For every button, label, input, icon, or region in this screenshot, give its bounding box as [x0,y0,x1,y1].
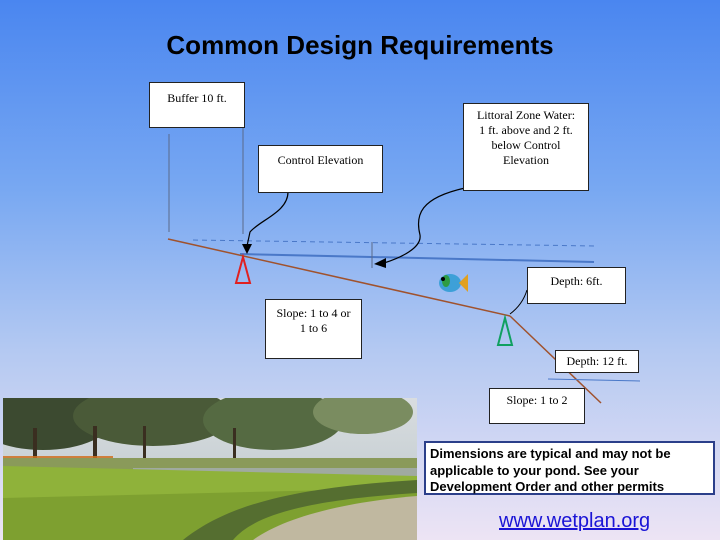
depth-12-label: Depth: 12 ft. [566,354,628,368]
slope-shallow-line-2: 1 to 6 [299,321,328,335]
littoral-label-line-2: 1 ft. above and 2 ft. [479,123,573,137]
slope-steep-label: Slope: 1 to 2 [506,393,568,407]
slope-shallow-box: Slope: 1 to 4 or 1 to 6 [265,299,362,359]
littoral-label-line-3: below Control [491,138,561,152]
website-link[interactable]: www.wetplan.org [499,510,651,532]
red-marker-icon [234,253,252,284]
littoral-label-line-1: Littoral Zone Water: [476,108,576,122]
note-line-1: Dimensions are typical and may not be [430,446,671,461]
control-elevation-arrowhead [242,244,252,254]
depth-6-box: Depth: 6ft. [527,267,626,304]
buffer-label: Buffer 10 ft. [167,91,227,105]
littoral-label-line-4: Elevation [503,153,549,167]
littoral-upper-dashed-line [192,239,597,247]
depth-12-box: Depth: 12 ft. [555,350,639,373]
buffer-label-box: Buffer 10 ft. [149,82,245,128]
note-line-2: applicable to your pond. See your [430,462,639,478]
control-elevation-box: Control Elevation [258,145,383,193]
littoral-zone-box: Littoral Zone Water: 1 ft. above and 2 f… [463,103,589,191]
depth-12-line [547,378,641,382]
pond-photo [3,398,417,540]
slope-steep-box: Slope: 1 to 2 [489,388,585,424]
slope-shallow-line-1: Slope: 1 to 4 or [276,306,351,320]
littoral-arrow [383,187,466,264]
control-elevation-water-line [239,253,595,263]
littoral-arrowhead [374,258,386,268]
depth-6-arrow [509,289,528,315]
note-line-3: Development Order and other permits [430,479,665,494]
slide-title: Common Design Requirements [166,30,554,60]
depth-6-label: Depth: 6ft. [550,274,603,288]
bank-slope-shallow [167,238,511,317]
disclaimer-note: Dimensions are typical and may not be ap… [424,441,715,495]
fish-icon [439,274,468,292]
green-marker-icon [496,314,514,346]
control-elevation-label: Control Elevation [277,153,364,167]
control-elevation-arrow [246,191,289,247]
